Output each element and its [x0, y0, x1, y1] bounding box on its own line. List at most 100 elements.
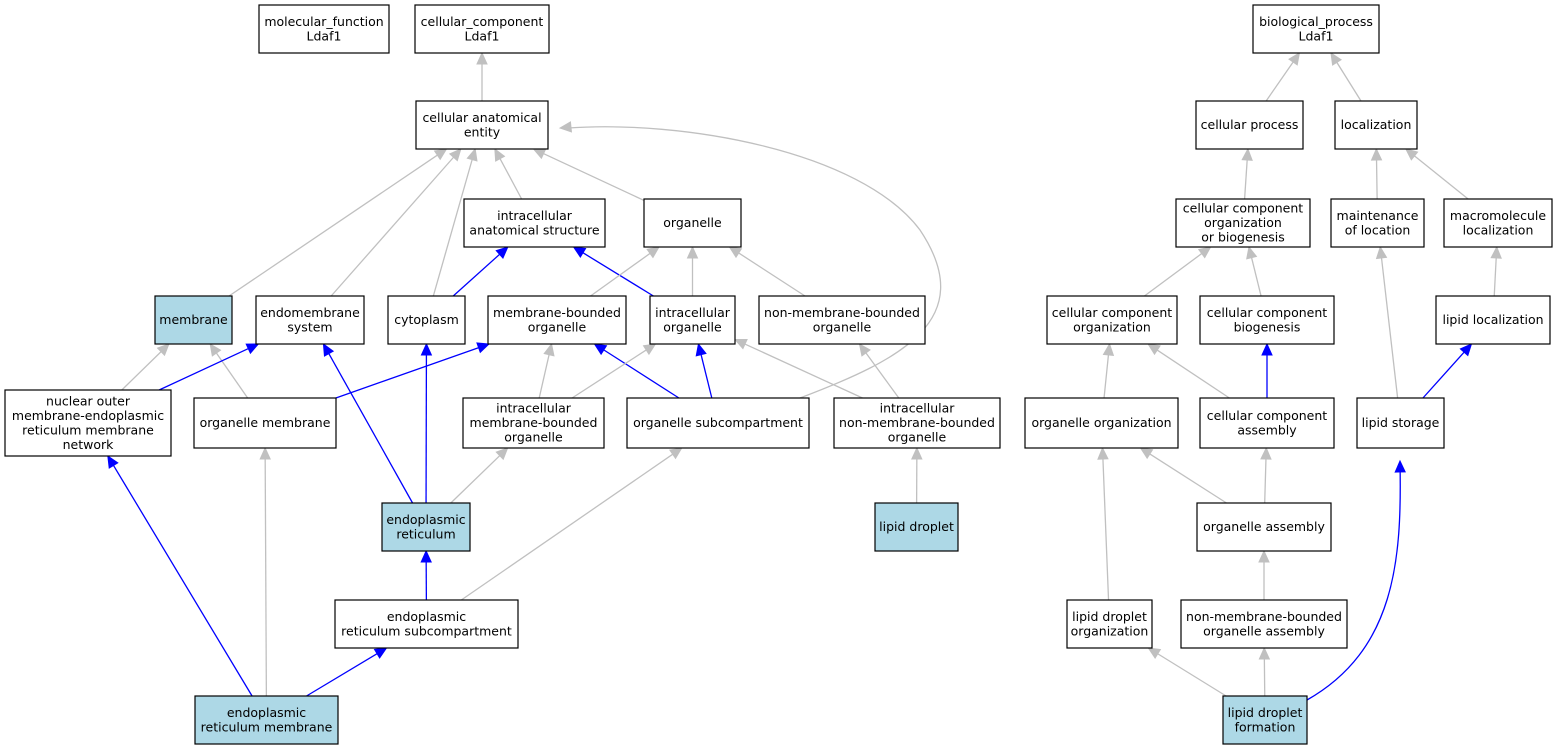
edge-er-to-ems-line — [327, 352, 414, 504]
go-term-node-loc[interactable]: localization — [1334, 100, 1418, 150]
edge-org-to-cae-line — [542, 152, 645, 202]
go-term-label-io: organelle — [663, 319, 722, 334]
go-term-box-ccob — [1175, 198, 1311, 248]
go-term-box-mem — [154, 295, 233, 345]
go-term-box-ld — [874, 502, 959, 552]
go-term-box-cca — [1199, 397, 1335, 449]
go-term-label-ccob: cellular component — [1183, 201, 1303, 216]
go-term-node-ll[interactable]: lipid localization — [1435, 295, 1551, 345]
edge-cca-to-cco — [1147, 343, 1230, 399]
edge-cco-to-ccob-arrowhead — [1197, 246, 1212, 259]
go-term-node-nom[interactable]: nuclear outermembrane-endoplasmicreticul… — [4, 389, 172, 457]
go-term-node-ld[interactable]: lipid droplet — [874, 502, 959, 552]
go-term-label-erm: reticulum membrane — [201, 719, 333, 734]
go-term-node-inmbo[interactable]: intracellularnon-membrane-boundedorganel… — [833, 397, 1001, 449]
edge-osc-to-mbo — [593, 343, 680, 399]
edge-cca-to-ccb — [1261, 342, 1273, 398]
edge-er-to-ems-arrowhead — [322, 342, 335, 357]
edge-imbo-to-io — [571, 343, 657, 399]
go-term-label-ccb: cellular component — [1207, 305, 1327, 320]
edge-ll-to-macl-line — [1493, 256, 1497, 297]
edge-erm-to-om-line — [264, 457, 268, 697]
edge-ll-to-macl — [1490, 245, 1502, 297]
edge-nom-to-ems-arrowhead — [245, 343, 260, 355]
edge-ias-to-cae-line — [499, 157, 523, 200]
go-term-node-om[interactable]: organelle membrane — [193, 397, 337, 449]
edge-imbo-to-mbo-line — [538, 353, 550, 399]
edge-nmboa-to-oa-arrowhead — [1258, 549, 1270, 563]
go-term-box-ldf — [1222, 695, 1308, 745]
edge-oa-to-oo-line — [1148, 452, 1227, 504]
go-term-label-ls: lipid storage — [1362, 415, 1440, 430]
go-term-box-ll — [1435, 295, 1551, 345]
edge-loc-to-bp — [1330, 51, 1362, 102]
edge-io-to-ias — [572, 246, 654, 297]
go-term-node-cp[interactable]: cellular process — [1195, 100, 1304, 150]
edge-mem-to-cae — [228, 148, 448, 297]
go-term-box-cp — [1195, 100, 1304, 150]
go-term-node-mem[interactable]: membrane — [154, 295, 233, 345]
edge-cca-to-cco-line — [1156, 348, 1230, 399]
go-term-box-ldo — [1066, 599, 1153, 649]
go-term-node-oo[interactable]: organelle organization — [1024, 397, 1179, 449]
go-term-box-mf — [258, 4, 390, 54]
go-term-node-org[interactable]: organelle — [643, 198, 742, 248]
edge-oa-to-oo — [1139, 447, 1227, 504]
go-term-label-ems: system — [287, 319, 332, 334]
edge-er-to-cyt — [420, 342, 433, 504]
go-term-box-io — [649, 295, 736, 345]
edge-loc-to-bp-arrowhead — [1330, 51, 1342, 66]
edge-inmbo-to-nmbo-line — [864, 351, 900, 399]
edge-om-to-mem — [209, 343, 249, 399]
edge-io-to-org — [686, 245, 699, 296]
go-term-label-macl: macromolecule — [1450, 208, 1546, 223]
edge-ldf-to-ldo-arrowhead — [1147, 647, 1162, 659]
go-term-box-ersc — [334, 599, 519, 649]
edge-ccob-to-cp-arrowhead — [1241, 147, 1253, 161]
go-term-label-cca: assembly — [1237, 422, 1297, 437]
edge-mol-to-loc-line — [1375, 158, 1378, 200]
go-term-label-erm: endoplasmic — [227, 705, 306, 720]
edge-osc-to-io-line — [700, 353, 713, 399]
go-term-node-ls[interactable]: lipid storage — [1356, 397, 1445, 449]
go-term-label-oo: organelle organization — [1031, 415, 1171, 430]
go-term-node-oa[interactable]: organelle assembly — [1196, 502, 1332, 552]
edge-imbo-to-mbo — [538, 342, 555, 399]
edge-ldo-to-oo — [1097, 446, 1110, 601]
edge-io-to-ias-line — [581, 251, 654, 297]
go-term-node-osc[interactable]: organelle subcompartment — [626, 397, 810, 449]
go-term-box-mbo — [487, 295, 627, 345]
edge-ersc-to-osc-arrowhead — [668, 447, 683, 460]
go-term-node-cyt[interactable]: cytoplasm — [387, 295, 466, 345]
go-term-label-osc: organelle subcompartment — [633, 415, 803, 430]
edge-osc-to-mbo-line — [602, 348, 680, 399]
go-term-label-nmboa: organelle assembly — [1203, 623, 1325, 638]
edge-ldf-to-ls-arrowhead — [1394, 459, 1406, 473]
edge-imbo-to-io-arrowhead — [642, 343, 657, 356]
go-term-label-ccob: or biogenesis — [1201, 230, 1285, 245]
edge-oo-to-cco-line — [1103, 353, 1110, 399]
edge-mol-to-loc-arrowhead — [1370, 147, 1383, 161]
